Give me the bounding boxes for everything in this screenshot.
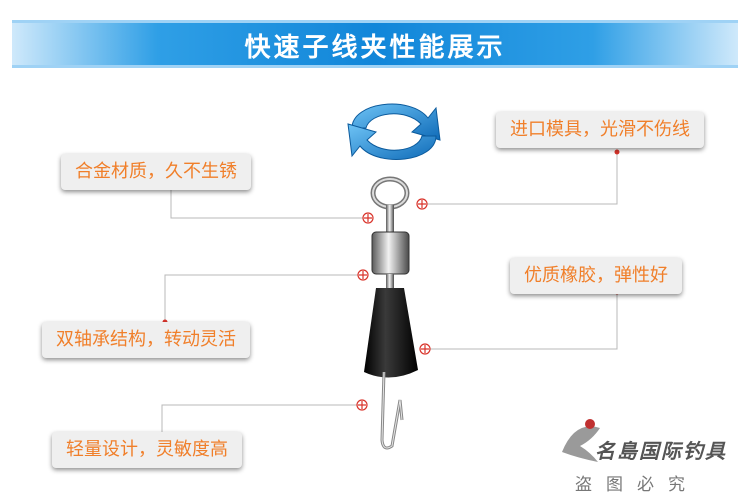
leader-rubber [425,292,618,350]
banner-title: 快速子线夹性能展示 [244,33,506,63]
brand-logo-icon [562,419,600,462]
watermark-brand: 名島国际钓具 [595,439,727,463]
watermark-sub: 盗图必究 [575,475,699,495]
leader-mold [423,152,618,205]
callout-rubber: 优质橡胶，弹性好 [510,258,682,294]
callout-bearing: 双轴承结构，转动灵活 [42,322,250,358]
leader-alloy [170,186,365,219]
callout-mold: 进口模具，光滑不伤线 [496,112,704,148]
callout-alloy: 合金材质，久不生锈 [61,154,251,190]
title-banner: 快速子线夹性能展示 [12,20,738,68]
plus-marker-icon [419,343,431,355]
callout-light: 轻量设计，灵敏度高 [52,432,242,468]
plus-marker-icon [362,212,374,224]
plus-marker-icon [416,198,428,210]
plus-marker-icon [356,399,368,411]
marker-dot [614,149,620,155]
swivel-clip [364,176,418,450]
rotate-icon [347,103,441,160]
leader-light [161,404,362,438]
plus-marker-icon [357,269,369,281]
leader-bearing [164,274,363,322]
